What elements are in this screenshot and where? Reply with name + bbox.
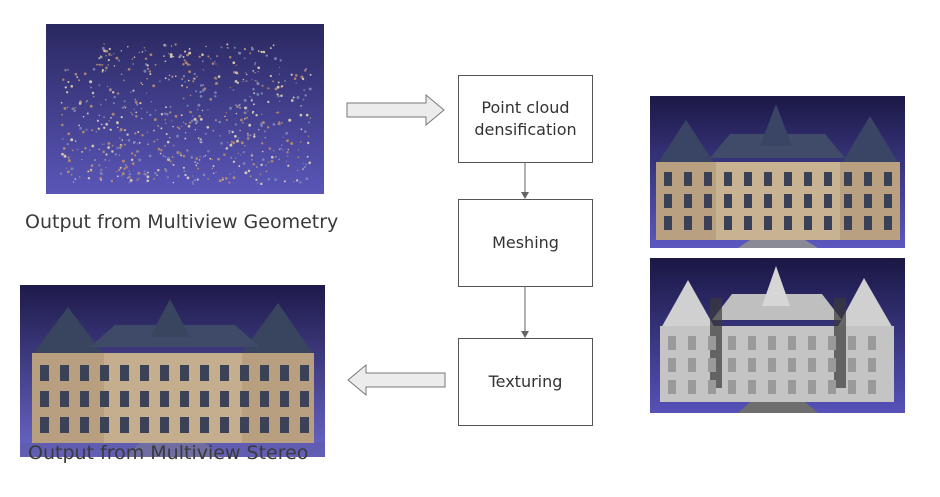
mesh-image: [650, 258, 905, 413]
arrow-down-icon: [521, 286, 529, 338]
multiview-stereo-image: [20, 285, 325, 457]
step-meshing: Meshing: [458, 199, 593, 287]
dense-point-cloud-image: [650, 96, 905, 248]
arrow-down-icon: [521, 162, 529, 199]
step-texturing: Texturing: [458, 338, 593, 426]
arrow-right-icon: [346, 94, 445, 126]
sparse-point-cloud-image: [46, 24, 324, 194]
step-label-line2: densification: [474, 120, 577, 139]
step-label: Meshing: [492, 233, 559, 252]
arrow-left-icon: [347, 364, 446, 396]
caption-multiview-geometry: Output from Multiview Geometry: [25, 211, 339, 233]
caption-multiview-stereo: Output from Multiview Stereo: [28, 442, 309, 464]
step-label: Texturing: [488, 372, 563, 391]
step-label-line1: Point cloud: [481, 98, 570, 117]
step-point-cloud-densification: Point cloud densification: [458, 75, 593, 163]
